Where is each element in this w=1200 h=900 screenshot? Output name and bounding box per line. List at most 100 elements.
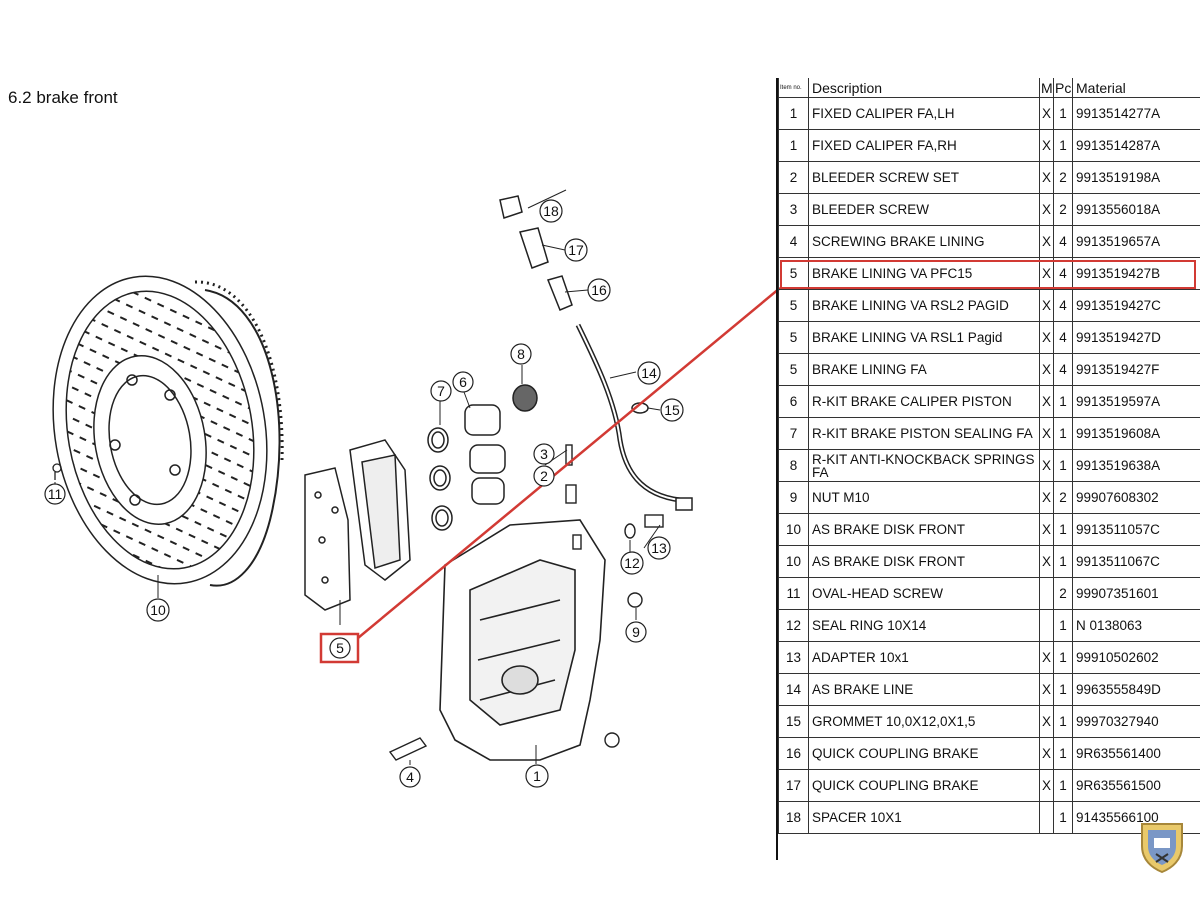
cell-pc: 1	[1053, 609, 1073, 642]
cell-item-no: 4	[778, 225, 809, 258]
cell-item-no: 2	[778, 161, 809, 194]
header-m: M	[1039, 78, 1054, 98]
callout-15: 15	[660, 398, 684, 422]
cell-m: X	[1039, 513, 1054, 546]
cell-item-no: 5	[778, 289, 809, 322]
cell-m: X	[1039, 673, 1054, 706]
cell-material: 9R635561500	[1072, 769, 1200, 802]
cell-material: 99907608302	[1072, 481, 1200, 514]
cell-item-no: 8	[778, 449, 809, 482]
cell-m: X	[1039, 769, 1054, 802]
cell-description: SCREWING BRAKE LINING	[808, 225, 1040, 258]
cell-item-no: 17	[778, 769, 809, 802]
callout-14: 14	[637, 361, 661, 385]
cell-m: X	[1039, 705, 1054, 738]
cell-pc: 1	[1053, 417, 1073, 450]
cell-material: 99970327940	[1072, 705, 1200, 738]
cell-item-no: 11	[778, 577, 809, 610]
cell-description: GROMMET 10,0X12,0X1,5	[808, 705, 1040, 738]
cell-item-no: 1	[778, 129, 809, 162]
header-pc: Pc.	[1053, 78, 1073, 98]
oval-head-screw	[52, 463, 62, 480]
cell-description: R-KIT BRAKE PISTON SEALING FA	[808, 417, 1040, 450]
cell-description: R-KIT BRAKE CALIPER PISTON	[808, 385, 1040, 418]
cell-item-no: 15	[778, 705, 809, 738]
cell-pc: 1	[1053, 737, 1073, 770]
cell-pc: 1	[1053, 513, 1073, 546]
cell-material: 9913519427D	[1072, 321, 1200, 354]
cell-description: ADAPTER 10x1	[808, 641, 1040, 674]
cell-material: 9913519657A	[1072, 225, 1200, 258]
svg-text:8: 8	[517, 346, 525, 362]
callout-12: 12	[620, 551, 644, 575]
svg-text:17: 17	[568, 242, 584, 258]
cell-m	[1039, 801, 1054, 834]
cell-material: 9R635561400	[1072, 737, 1200, 770]
cell-m: X	[1039, 97, 1054, 130]
cell-item-no: 10	[778, 513, 809, 546]
callout-8: 8	[510, 343, 532, 365]
cell-item-no: 14	[778, 673, 809, 706]
callout-3: 3	[533, 443, 555, 465]
cell-description: FIXED CALIPER FA,LH	[808, 97, 1040, 130]
svg-text:7: 7	[437, 383, 445, 399]
cell-pc: 1	[1053, 801, 1073, 834]
cell-m: X	[1039, 481, 1054, 514]
cell-m: X	[1039, 417, 1054, 450]
cell-material: 9913519638A	[1072, 449, 1200, 482]
cell-pc: 1	[1053, 673, 1073, 706]
callout-1: 1	[525, 764, 549, 788]
cell-description: SEAL RING 10X14	[808, 609, 1040, 642]
cell-pc: 1	[1053, 449, 1073, 482]
cell-pc: 2	[1053, 161, 1073, 194]
cell-pc: 1	[1053, 129, 1073, 162]
cell-description: BRAKE LINING FA	[808, 353, 1040, 386]
cell-item-no: 6	[778, 385, 809, 418]
cell-item-no: 13	[778, 641, 809, 674]
cell-m	[1039, 577, 1054, 610]
svg-text:11: 11	[48, 486, 63, 502]
cell-item-no: 16	[778, 737, 809, 770]
svg-text:9: 9	[632, 624, 640, 640]
svg-text:1: 1	[533, 768, 541, 784]
header-item-no: Item no.	[778, 78, 809, 98]
cell-item-no: 5	[778, 257, 809, 290]
cell-description: BLEEDER SCREW SET	[808, 161, 1040, 194]
cell-m: X	[1039, 449, 1054, 482]
cell-material: 91435566100	[1072, 801, 1200, 834]
callout-13: 13	[647, 536, 671, 560]
cell-m: X	[1039, 289, 1054, 322]
cell-description: QUICK COUPLING BRAKE	[808, 737, 1040, 770]
cell-m: X	[1039, 385, 1054, 418]
svg-text:2: 2	[540, 468, 548, 484]
svg-text:16: 16	[591, 282, 607, 298]
cell-m: X	[1039, 321, 1054, 354]
cell-pc: 1	[1053, 97, 1073, 130]
cell-pc: 2	[1053, 193, 1073, 226]
cell-description: AS BRAKE DISK FRONT	[808, 545, 1040, 578]
section-title: 6.2 brake front	[8, 88, 118, 107]
callout-2: 2	[533, 465, 555, 487]
svg-text:5: 5	[336, 640, 344, 656]
cell-material: 9913514277A	[1072, 97, 1200, 130]
cell-material: 99910502602	[1072, 641, 1200, 674]
cell-description: BLEEDER SCREW	[808, 193, 1040, 226]
cell-item-no: 9	[778, 481, 809, 514]
table-header-row: Item no. Description M Pc. Material	[778, 78, 1200, 98]
cell-material: 9913514287A	[1072, 129, 1200, 162]
